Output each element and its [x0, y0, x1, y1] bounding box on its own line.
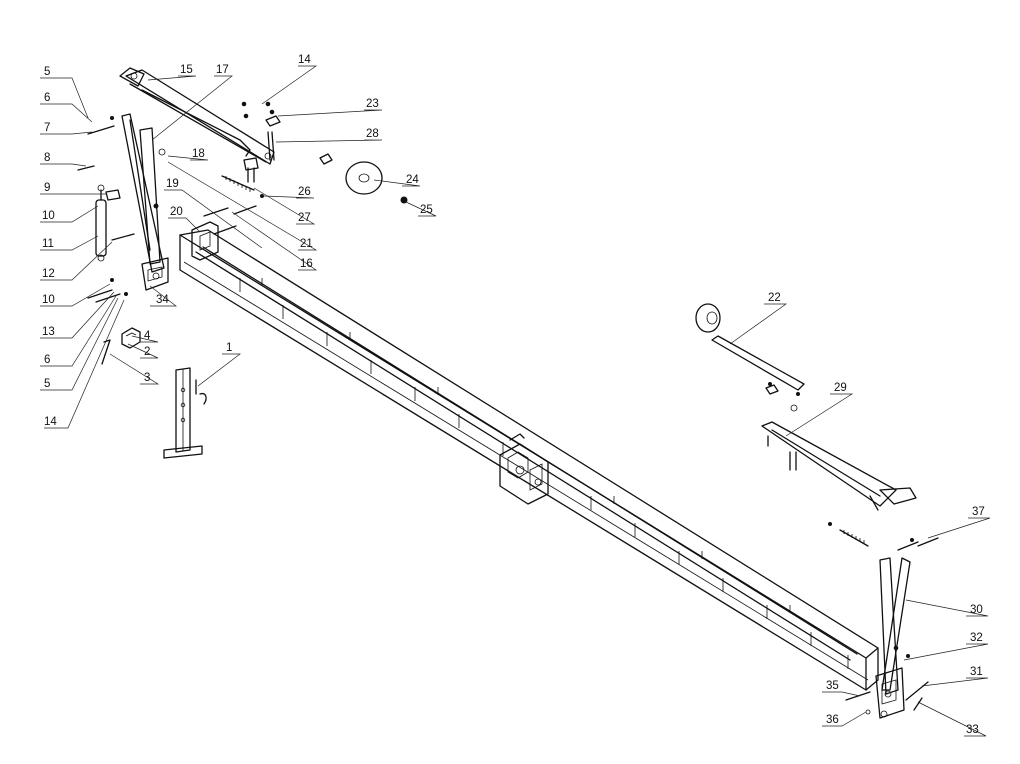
main-beam [179, 229, 879, 691]
support-stand [163, 367, 207, 459]
callout-30: 30 [970, 604, 983, 616]
callout-14-top: 14 [298, 54, 311, 66]
callout-13: 13 [42, 326, 55, 338]
right-upper-arm [761, 421, 917, 511]
left-clamp-4 [121, 327, 141, 349]
leader-lines [40, 65, 991, 737]
left-middle-bracket [191, 205, 257, 261]
callout-8: 8 [44, 152, 50, 164]
callout-15: 15 [180, 64, 193, 76]
callout-10-top: 10 [42, 210, 55, 222]
callout-9: 9 [44, 182, 50, 194]
left-ball-25 [400, 196, 408, 204]
callout-19: 19 [166, 178, 179, 190]
callout-22: 22 [768, 292, 781, 304]
callout-27: 27 [298, 212, 311, 224]
callout-28: 28 [366, 128, 379, 140]
callout-18: 18 [192, 148, 205, 160]
callout-4: 4 [144, 330, 151, 342]
left-hook-3 [101, 339, 111, 365]
right-tower-assembly [875, 557, 911, 719]
callout-35: 35 [826, 680, 839, 692]
callout-31: 31 [970, 666, 983, 678]
callout-20: 20 [170, 206, 183, 218]
callout-37: 37 [972, 506, 985, 518]
callout-29: 29 [834, 382, 847, 394]
callout-2: 2 [144, 346, 150, 358]
left-top-fasteners [241, 101, 333, 183]
callout-36: 36 [826, 714, 839, 726]
left-pins-and-bolts [77, 116, 166, 303]
left-disc-24 [345, 161, 383, 195]
callout-6-bottom: 6 [44, 354, 50, 366]
callout-25: 25 [420, 204, 433, 216]
callout-34: 34 [156, 294, 169, 306]
right-threaded-rod [828, 522, 869, 547]
callout-24: 24 [406, 174, 419, 186]
right-shaft-22 [695, 303, 805, 412]
callout-10-bottom: 10 [42, 294, 55, 306]
left-bracket-9 [105, 189, 121, 201]
right-fasteners [845, 537, 939, 715]
left-hydraulic-cylinder [95, 184, 107, 262]
callout-21: 21 [300, 238, 313, 250]
callout-12: 12 [42, 268, 55, 280]
callout-6-top: 6 [44, 92, 50, 104]
callout-5-bottom: 5 [44, 378, 50, 390]
callout-1: 1 [226, 342, 232, 354]
left-threaded-rod [221, 175, 264, 198]
callout-26: 26 [298, 186, 311, 198]
callout-14-left: 14 [44, 416, 57, 428]
callout-7: 7 [44, 122, 50, 134]
callout-5-top: 5 [44, 66, 50, 78]
callout-33: 33 [966, 724, 979, 736]
callout-11: 11 [42, 238, 54, 250]
callout-3: 3 [144, 372, 150, 384]
callout-16: 16 [300, 258, 313, 270]
callout-32: 32 [970, 632, 983, 644]
callout-labels: 5 6 7 8 9 10 11 12 10 13 6 5 14 4 2 3 1 … [42, 54, 985, 736]
callout-17: 17 [216, 64, 229, 76]
left-tower-assembly [121, 113, 169, 291]
callout-23: 23 [366, 98, 379, 110]
